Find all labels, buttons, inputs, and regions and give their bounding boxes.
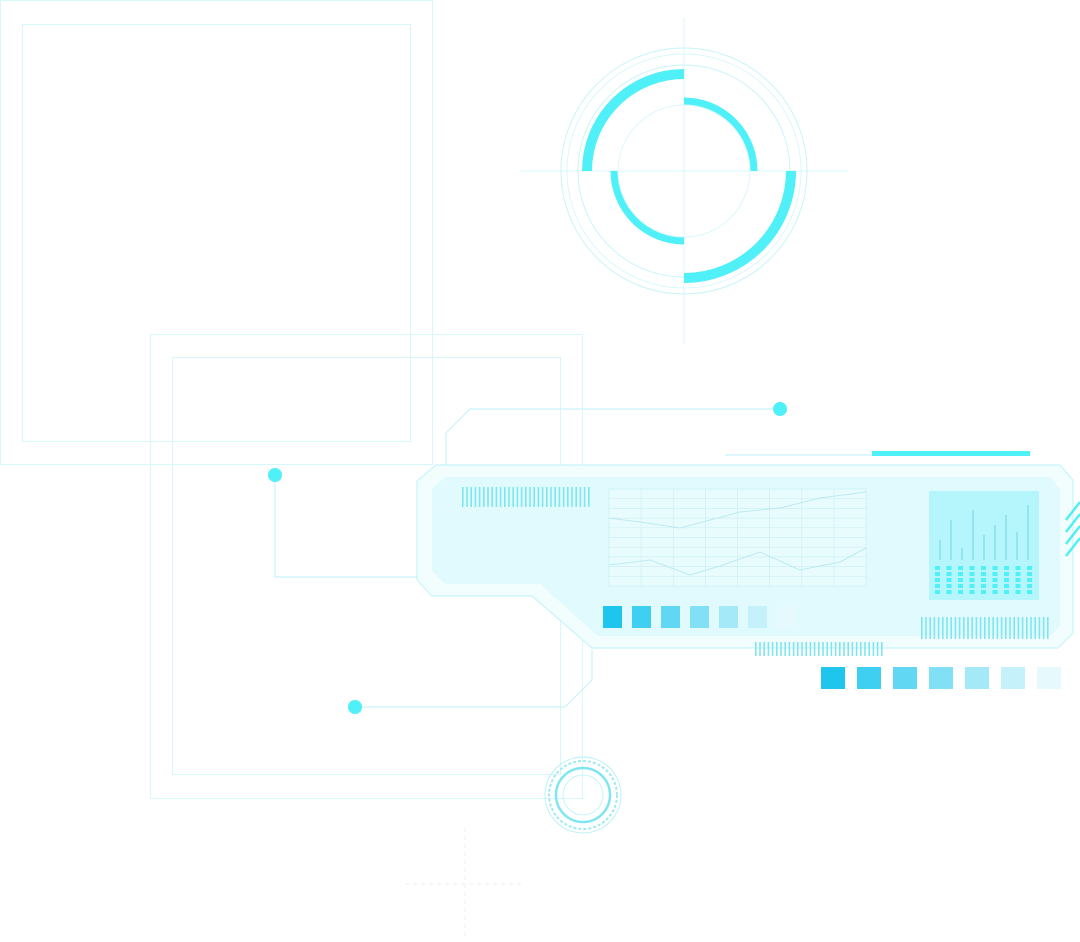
dial-arc-inner-top — [683, 97, 758, 172]
tick-bar-below — [755, 642, 883, 656]
swatch-row-panel — [603, 606, 796, 628]
dial-arc-outer-top — [582, 69, 685, 172]
small-ring-icon — [544, 756, 622, 834]
target-ring-icon — [520, 18, 848, 344]
dashboard-panel — [416, 464, 1080, 649]
connector-lines — [274, 408, 872, 708]
grid-chart — [608, 488, 867, 587]
node-dot-right — [773, 402, 787, 416]
crosshair-icon — [405, 828, 525, 940]
accent-bar — [872, 451, 1030, 456]
edge-slashes — [1065, 501, 1080, 557]
frame-upper-left — [0, 0, 433, 465]
node-dot-bottom — [348, 700, 362, 714]
tick-bar-left — [462, 487, 590, 507]
dial-arc-inner-bottom — [610, 170, 685, 245]
signal-screen — [929, 491, 1039, 600]
tick-bar-right — [921, 617, 1049, 639]
dial-arc-outer-bottom — [683, 170, 796, 283]
node-dot-left — [268, 468, 282, 482]
swatch-row-below — [821, 667, 1061, 689]
